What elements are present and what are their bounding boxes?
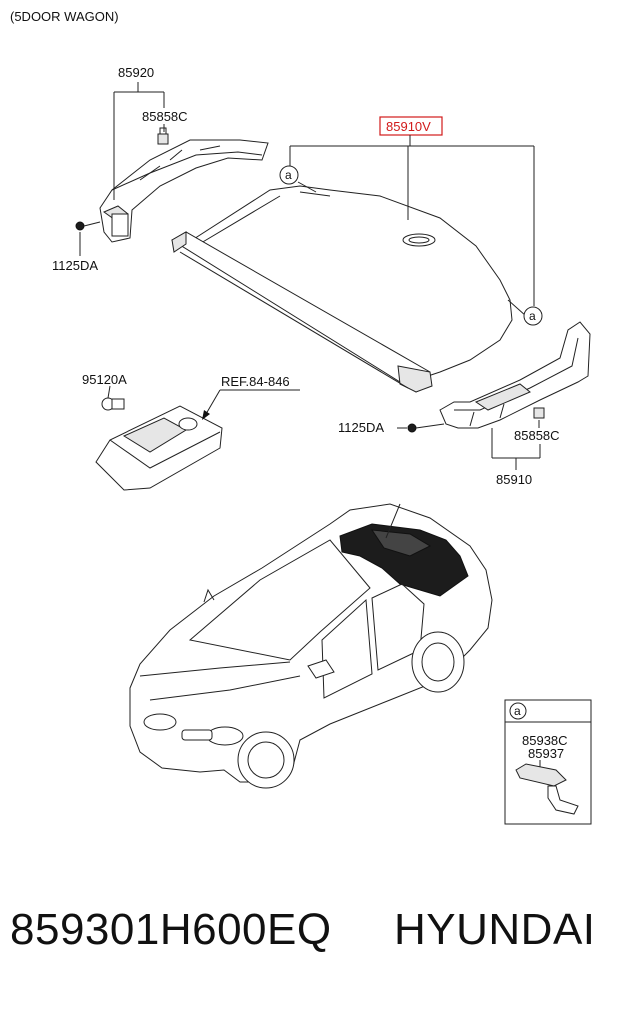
inset-a-label: a (514, 704, 521, 718)
label-85938c: 85938C (522, 733, 568, 748)
clip-85858c-right (533, 407, 545, 419)
label-85858c-top: 85858C (142, 109, 188, 124)
label-85858c-right: 85858C (514, 428, 560, 443)
label-85910: 85910 (496, 472, 532, 487)
footer: 859301H600EQ HYUNDAI (0, 905, 620, 975)
svg-text:a: a (529, 309, 536, 323)
label-95120a: 95120A (82, 372, 127, 387)
part-number-text: 859301H600EQ (10, 905, 332, 954)
highlight-box-85910v (379, 116, 443, 136)
lamp-housing (95, 405, 223, 491)
variant-title: (5DOOR WAGON) (10, 9, 119, 24)
label-85937: 85937 (528, 746, 564, 761)
label-85920: 85920 (118, 65, 154, 80)
callout-a-left (279, 165, 299, 185)
label-ref-84-846: REF.84-846 (221, 374, 290, 389)
left-side-trim-bracket (99, 139, 269, 243)
label-1125da-top: 1125DA (52, 258, 98, 273)
label-85910v: 85910V (386, 119, 431, 134)
screw-1125da-right (407, 423, 445, 433)
inset-detail-a: a 85938C 85937 (504, 699, 592, 825)
car-illustration (129, 503, 493, 789)
cargo-screen-cover (171, 185, 513, 393)
screw-1125da-top (75, 221, 101, 231)
svg-text:a: a (285, 168, 292, 182)
brand-text: HYUNDAI (394, 905, 596, 954)
bulb-95120a (101, 397, 125, 411)
label-1125da-right: 1125DA (338, 420, 384, 435)
callout-a-right (523, 306, 543, 326)
clip-85858c-top (157, 127, 169, 145)
parts-diagram: (5DOOR WAGON) 85920 85858C 1125DA 85910V (10, 9, 592, 825)
right-side-trim-bracket (439, 321, 591, 429)
